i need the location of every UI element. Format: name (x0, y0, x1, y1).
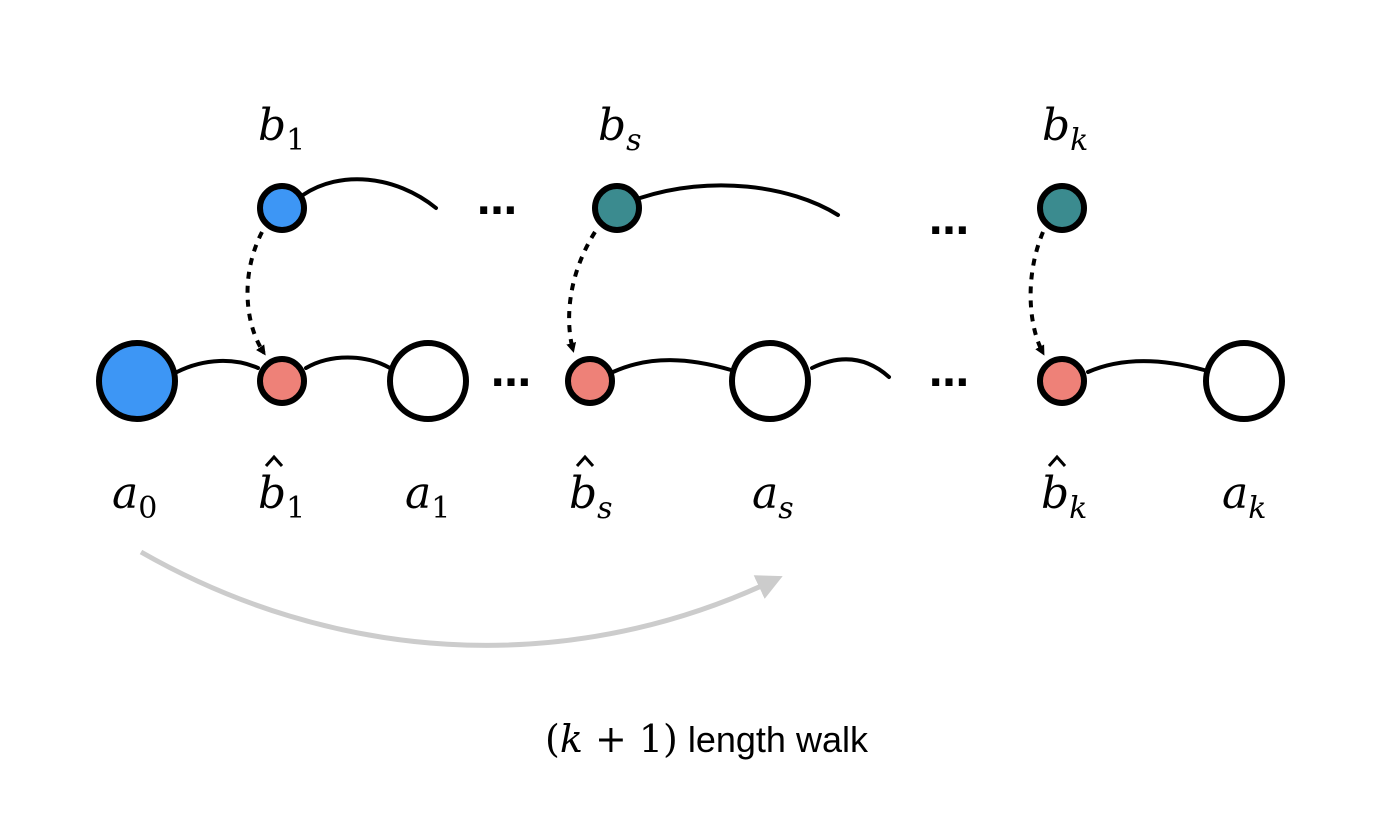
svg-text:bk: bk (1041, 468, 1087, 526)
node-bs (592, 183, 642, 233)
edge-bhk-ak (1086, 359, 1206, 374)
svg-text:b1: b1 (258, 468, 305, 526)
label-bk: bk (1042, 100, 1088, 158)
node-a0 (96, 340, 178, 422)
edge-bs-top (638, 183, 840, 217)
ellipsis-bottom-1: … (491, 350, 531, 396)
hat-bhats (575, 454, 595, 467)
label-a0: a0 (112, 468, 157, 526)
dashed-arrow-bs-bhs (566, 230, 597, 353)
edge-bh1-a1 (304, 355, 392, 370)
label-b1: b1 (258, 100, 305, 158)
hat-bhatk (1047, 454, 1067, 467)
label-bhats: bs (569, 454, 613, 526)
node-bhk (1037, 356, 1087, 406)
dashed-arrow-bk-bhk (1028, 231, 1045, 356)
ellipsis-top-2: … (929, 198, 969, 244)
walk-arrow (139, 549, 783, 648)
edge-as-tail (810, 357, 891, 379)
dashed-arrow-b1-bh1 (245, 231, 266, 356)
node-b1 (257, 183, 307, 233)
ellipsis-top-1: … (477, 178, 517, 224)
label-bhat1: b1 (258, 454, 305, 526)
edge-b1-top (301, 177, 438, 210)
hat-bhat1 (264, 454, 284, 467)
label-a1: a1 (405, 468, 450, 526)
svg-text:bs: bs (569, 468, 613, 526)
node-bhs (565, 356, 615, 406)
node-as (729, 340, 811, 422)
edge-a0-bh1 (175, 359, 260, 374)
label-as: as (752, 468, 794, 526)
label-bhatk: bk (1041, 454, 1087, 526)
node-bk (1037, 183, 1087, 233)
ellipsis-bottom-2: … (929, 350, 969, 396)
node-bh1 (257, 356, 307, 406)
node-a1 (387, 340, 469, 422)
label-bs: bs (598, 100, 642, 158)
node-ak (1203, 340, 1285, 422)
edge-bhs-as (611, 358, 733, 374)
caption: (k + 1) length walk (545, 717, 869, 761)
label-ak: ak (1222, 468, 1266, 526)
